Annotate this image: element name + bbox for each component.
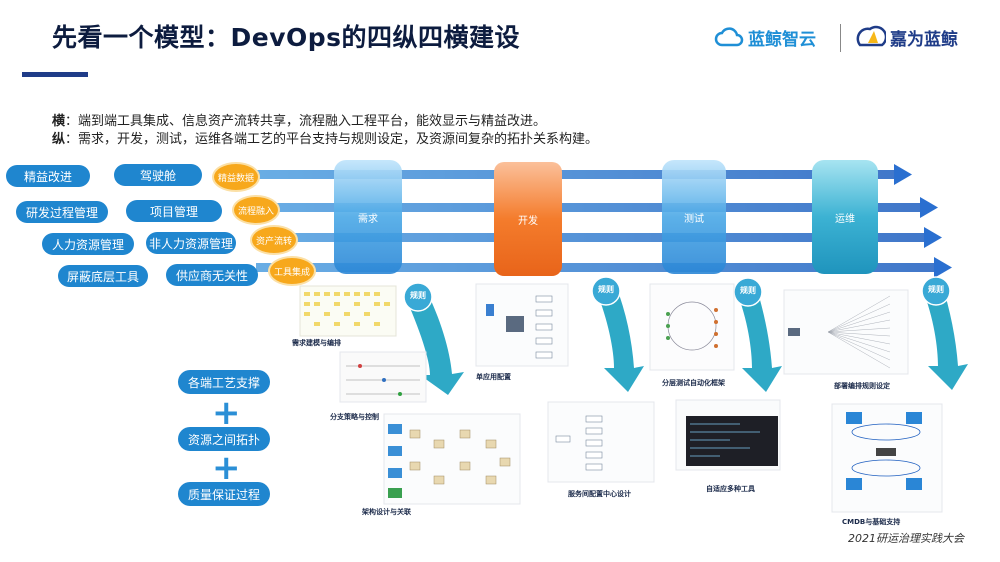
thumb-cmdb xyxy=(831,403,943,513)
rule-badge-4 xyxy=(921,276,951,306)
caption-cmdb: CMDB与基础支持 xyxy=(842,518,901,526)
pillar-label-operations: 运维 xyxy=(835,213,855,225)
support-resource-topology: 资源之间拓扑 xyxy=(178,427,270,451)
flow-arrow-2 xyxy=(256,197,938,218)
flow-arrow-4 xyxy=(256,257,952,278)
thumb-requirement-model xyxy=(299,285,397,337)
vertical-label: 纵 xyxy=(52,132,66,147)
pillar-label-development: 开发 xyxy=(518,215,538,227)
flow-process-integration: 流程融入 xyxy=(232,195,280,225)
pill-hr-management: 人力资源管理 xyxy=(42,233,134,255)
rule-arrow-4 xyxy=(922,284,968,390)
logo-left-text: 蓝鲸智云 xyxy=(748,29,816,50)
pill-non-hr-management: 非人力资源管理 xyxy=(146,232,236,254)
rule-arrow-2 xyxy=(596,286,644,392)
rule-label-2: 规则 xyxy=(598,285,614,294)
logo-separator xyxy=(840,24,841,52)
flow-arrow-1 xyxy=(256,164,912,185)
flow-tool-integration: 工具集成 xyxy=(268,256,316,286)
horizontal-description: 横：端到端工具集成、信息资产流转共享，流程融入工程平台，能效显示与精益改进。 xyxy=(52,110,546,129)
pill-cockpit: 驾驶舱 xyxy=(114,164,202,186)
footer-conference: 2021研运治理实践大会 xyxy=(848,532,964,545)
rule-label-3: 规则 xyxy=(740,286,756,295)
flow-lean-data: 精益数据 xyxy=(212,162,260,192)
support-process-craft: 各端工艺支撑 xyxy=(178,370,270,394)
thumb-architecture-design xyxy=(383,413,521,505)
pill-rd-process-management: 研发过程管理 xyxy=(16,201,108,223)
thumb-multi-tool xyxy=(675,399,781,471)
plus-icon-2: + xyxy=(212,448,241,488)
logo-canway: 嘉为蓝鲸 xyxy=(856,24,958,50)
caption-single-app-config: 单应用配置 xyxy=(476,373,511,381)
pillar-development xyxy=(494,162,562,276)
caption-service-config-center: 服务间配置中心设计 xyxy=(568,490,631,498)
title-underline xyxy=(22,72,88,77)
logo-right-text: 嘉为蓝鲸 xyxy=(890,29,958,50)
rule-label-1: 规则 xyxy=(410,291,426,300)
sail-logo-icon xyxy=(856,25,886,47)
pill-vendor-independence: 供应商无关性 xyxy=(166,264,258,286)
caption-layered-test-framework: 分层测试自动化框架 xyxy=(662,379,725,387)
cloud-icon xyxy=(714,27,744,47)
pill-project-management: 项目管理 xyxy=(126,200,222,222)
caption-deploy-orchestration: 部署编排规则设定 xyxy=(834,382,890,390)
page-title: 先看一个模型：DevOps的四纵四横建设 xyxy=(52,23,521,52)
thumb-test-framework xyxy=(649,283,735,371)
thumb-deploy-orchestration xyxy=(783,289,909,375)
thumb-service-config-center xyxy=(547,401,655,483)
pillar-requirement xyxy=(334,160,402,274)
horizontal-label: 横 xyxy=(52,114,66,129)
plus-icon-1: + xyxy=(212,393,241,433)
rule-arrow-1 xyxy=(404,290,464,395)
rule-badge-2 xyxy=(591,276,621,306)
pillar-operations xyxy=(812,160,878,274)
pillar-label-requirement: 需求 xyxy=(358,213,378,225)
pill-shield-underlying-tools: 屏蔽底层工具 xyxy=(58,265,148,287)
caption-architecture-design: 架构设计与关联 xyxy=(362,508,411,516)
pillar-testing xyxy=(662,160,726,274)
thumb-single-app-config xyxy=(475,283,569,367)
pillar-label-testing: 测试 xyxy=(684,213,704,225)
rule-arrow-3 xyxy=(736,286,782,392)
flow-asset-circulation: 资产流转 xyxy=(250,225,298,255)
caption-adaptive-tools: 自适应多种工具 xyxy=(706,485,755,493)
vertical-text: ：需求，开发，测试，运维各端工艺的平台支持与规则设定，及资源间复杂的拓扑关系构建… xyxy=(65,132,599,147)
pill-lean-improvement: 精益改进 xyxy=(6,165,90,187)
flow-arrow-3 xyxy=(256,227,942,248)
vertical-description: 纵：需求，开发，测试，运维各端工艺的平台支持与规则设定，及资源间复杂的拓扑关系构… xyxy=(52,128,598,147)
support-quality-assurance: 质量保证过程 xyxy=(178,482,270,506)
logo-bluking-cloud: 蓝鲸智云 xyxy=(714,24,816,50)
horizontal-text: ：端到端工具集成、信息资产流转共享，流程融入工程平台，能效显示与精益改进。 xyxy=(65,114,547,129)
caption-requirement-modeling: 需求建模与编排 xyxy=(292,339,341,347)
rule-badge-1 xyxy=(403,282,433,312)
caption-branch-strategy: 分支策略与控制 xyxy=(330,413,379,421)
thumb-branch-strategy xyxy=(339,351,427,403)
rule-label-4: 规则 xyxy=(928,285,944,294)
